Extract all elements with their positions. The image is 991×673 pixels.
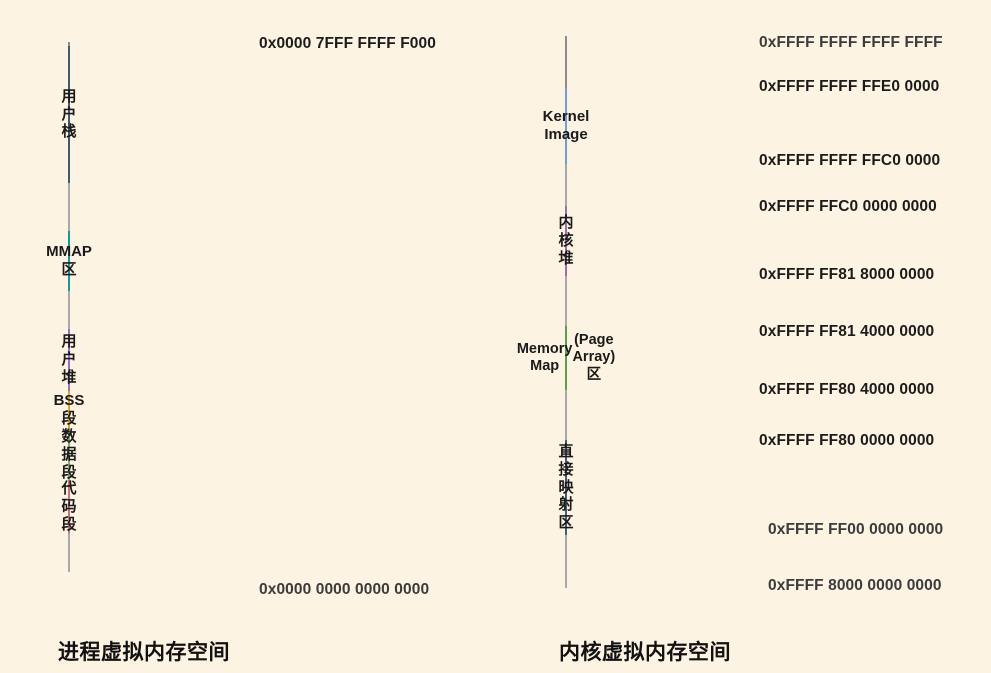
process-space-caption: 进程虚拟内存空间 xyxy=(58,640,230,664)
memory-block-gap xyxy=(565,390,567,440)
memory-block-label: MMAP区 xyxy=(46,243,92,278)
memory-block-label: 代码段 xyxy=(61,480,77,533)
kernel-address-label: 0xFFFF FF81 8000 0000 xyxy=(759,266,935,283)
kernel-address-label: 0xFFFF FFFF FFC0 0000 xyxy=(759,152,941,169)
memory-block-用户栈: 用户栈 xyxy=(62,46,77,183)
memory-block-gap xyxy=(565,535,567,588)
kernel-address-label: 0xFFFF FFC0 0000 0000 xyxy=(759,198,937,215)
kernel-address-label: 0xFFFF FFFF FFE0 0000 xyxy=(759,78,940,95)
memory-block-代码段: 代码段 xyxy=(62,480,77,533)
memory-block-label: 内核堆 xyxy=(558,214,574,267)
memory-block-gap xyxy=(68,291,70,329)
memory-block-用户堆: 用户堆 xyxy=(62,329,77,391)
memory-block-label: 用户堆 xyxy=(61,333,77,386)
memory-block-bss段: BSS段 xyxy=(54,391,84,429)
memory-block-mmap区: MMAP区 xyxy=(46,231,92,291)
kernel-address-label: 0xFFFF FFFF FFFF FFFF xyxy=(759,34,943,51)
memory-block-直接映射区: 直接映射区 xyxy=(559,440,574,535)
kernel-address-label: 0xFFFF 8000 0000 0000 xyxy=(768,577,942,594)
memory-block-gap xyxy=(565,164,567,206)
memory-block-数据段: 数据段 xyxy=(62,428,77,481)
memory-block-label: Memory Map xyxy=(516,340,573,374)
memory-block-memory-map--page-array-区: Memory Map(Page Array)区 xyxy=(517,326,615,390)
memory-block-label: BSS段 xyxy=(53,392,85,427)
process-memory-column: 用户栈 MMAP区用户堆 BSS段数据段代码段 xyxy=(46,42,238,592)
process-bottom-address: 0x0000 0000 0000 0000 xyxy=(259,581,430,598)
kernel-memory-column: Kernel Image 内核堆 Memory Map(Page Array)区直接… xyxy=(517,36,728,588)
memory-block-label: Kernel Image xyxy=(542,108,590,143)
memory-block-label: 直接映射区 xyxy=(558,443,574,532)
memory-block-gap xyxy=(565,276,567,326)
memory-block-gap xyxy=(68,183,70,231)
process-top-address: 0x0000 7FFF FFFF F000 xyxy=(259,35,436,52)
memory-block-内核堆: 内核堆 xyxy=(559,206,574,276)
kernel-address-label: 0xFFFF FF81 4000 0000 xyxy=(759,323,935,340)
kernel-address-label: 0xFFFF FF80 4000 0000 xyxy=(759,381,935,398)
memory-block-label: 数据段 xyxy=(61,428,77,481)
memory-block-kernel-image: Kernel Image xyxy=(543,88,589,164)
kernel-address-label: 0xFFFF FF00 0000 0000 xyxy=(768,521,944,538)
kernel-address-label: 0xFFFF FF80 0000 0000 xyxy=(759,432,935,449)
memory-block-gap xyxy=(68,42,70,46)
memory-block-gap xyxy=(565,36,567,88)
kernel-space-caption: 内核虚拟内存空间 xyxy=(559,640,731,664)
memory-block-label: (Page Array)区 xyxy=(572,332,616,383)
memory-block-label: 用户栈 xyxy=(61,87,77,141)
memory-block-gap xyxy=(68,533,70,572)
